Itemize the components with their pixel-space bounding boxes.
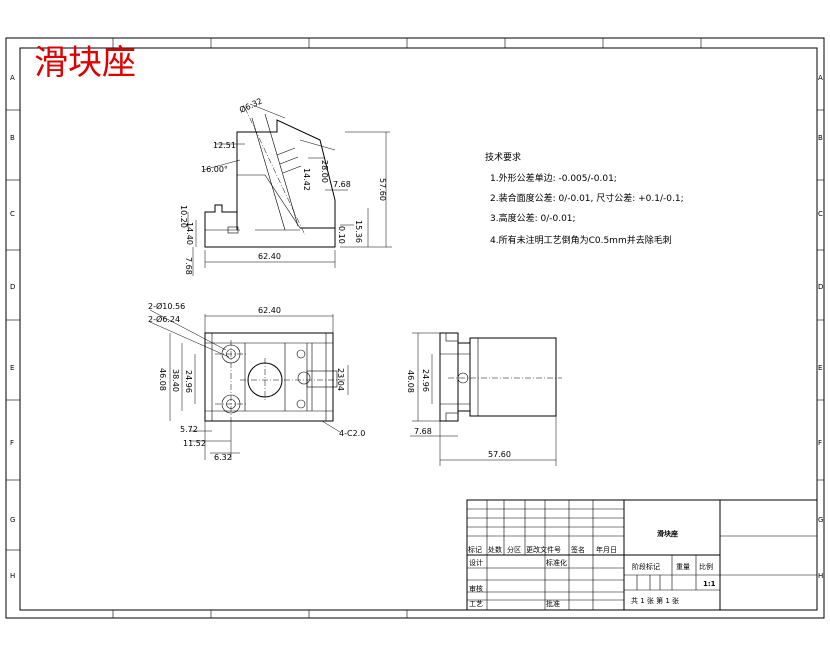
zone-letter: E [818, 364, 822, 372]
tb-header-sign: 签名 [571, 545, 585, 554]
tb-standard: 标准化 [546, 558, 567, 567]
dim-label: 57.60 [378, 178, 387, 201]
requirement-item: 3.高度公差: 0/-0.01; [490, 212, 576, 224]
tb-header-doc: 更改文件号 [526, 545, 561, 554]
tb-stage: 阶段标记 [632, 562, 660, 571]
requirement-item: 2.装合面度公差: 0/-0.01, 尺寸公差: +0.1/-0.1; [490, 192, 684, 204]
requirements-heading: 技术要求 [485, 151, 521, 163]
tb-header-date: 年月日 [596, 545, 617, 554]
zone-letter: A [10, 74, 15, 82]
dim-label: 16.00° [201, 165, 228, 174]
dim-label: 7.68 [333, 180, 351, 189]
zone-letter: C [818, 210, 823, 218]
tb-scale-label: 比例 [699, 562, 713, 571]
dim-label: 38.40 [171, 369, 180, 392]
zone-letter: E [10, 364, 14, 372]
tb-sheets: 共 1 张 第 1 张 [631, 596, 679, 605]
dim-label: 23.04 [336, 368, 345, 391]
dim-label: 2-Ø6.24 [148, 314, 180, 324]
dim-label: 14.42 [302, 168, 311, 191]
zone-letter: F [818, 439, 822, 447]
drawing-title: 滑块座 [34, 43, 136, 83]
dim-label: 24.96 [421, 369, 430, 392]
tb-approve: 批准 [546, 599, 560, 608]
front-view: Ø6.32 12.51 28.00 16.00° 14.42 7.68 57.6… [179, 96, 392, 276]
technical-requirements: 技术要求 1.外形公差单边: -0.005/-0.01; 2.装合面度公差: 0… [485, 151, 684, 246]
dim-label: 46.08 [406, 370, 415, 393]
zone-letter: B [818, 134, 823, 142]
zone-letter: H [10, 572, 15, 580]
dim-label: 57.60 [488, 450, 511, 459]
dim-label: 28.00 [320, 160, 329, 183]
dim-label: 24.96 [184, 370, 193, 393]
zone-ticks [6, 38, 824, 618]
zone-letters-right: A B C D E F G H [818, 74, 823, 580]
dim-label: 46.08 [158, 368, 167, 391]
dim-label: 7.68 [414, 427, 432, 436]
tb-scale: 1:1 [703, 580, 716, 588]
dim-label: 11.52 [183, 439, 206, 448]
tb-design: 设计 [469, 558, 483, 567]
zone-letter: H [818, 572, 823, 580]
dim-label: 7.68 [184, 257, 193, 275]
dim-label: 15.36 [354, 220, 363, 243]
dim-label: 6.32 [214, 453, 232, 462]
part-name: 滑块座 [657, 529, 678, 538]
tb-header-count: 处数 [488, 545, 502, 554]
dim-label: 4-C2.0 [339, 429, 365, 438]
dim-label: 12.51 [213, 141, 236, 150]
dim-label: Ø6.32 [238, 96, 264, 115]
zone-letter: D [818, 283, 823, 291]
dim-label: 62.40 [258, 252, 281, 261]
requirement-item: 4.所有未注明工艺倒角为C0.5mm并去除毛刺 [490, 234, 672, 246]
requirement-item: 1.外形公差单边: -0.005/-0.01; [490, 172, 617, 184]
dim-label: 0.10 [337, 226, 346, 244]
zone-letter: F [10, 439, 14, 447]
top-view: 2-Ø10.56 2-Ø6.24 62.40 46.08 38.40 24.96… [148, 301, 365, 462]
dim-label: 10.20 [179, 205, 188, 228]
tb-process: 工艺 [469, 600, 483, 608]
zone-letters-left: A B C D E F G H [10, 74, 15, 580]
zone-letter: A [818, 74, 823, 82]
tb-weight: 重量 [676, 563, 690, 571]
side-view: 46.08 24.96 7.68 57.60 [406, 332, 562, 466]
tb-header-zone: 分区 [507, 545, 521, 554]
dim-label: 14.40 [185, 222, 194, 245]
dim-label: 2-Ø10.56 [148, 301, 185, 311]
tb-review: 审核 [469, 584, 483, 593]
zone-letter: G [10, 516, 15, 524]
zone-letter: D [10, 283, 15, 291]
inner-frame [19, 47, 818, 611]
dim-label: 62.40 [258, 306, 281, 315]
zone-letter: C [10, 210, 15, 218]
zone-letter: B [10, 134, 15, 142]
zone-letter: G [818, 516, 823, 524]
outer-border [5, 37, 825, 619]
tb-header-mark: 标记 [468, 545, 482, 554]
dim-label: 5.72 [180, 425, 198, 434]
title-block: 滑块座 标记 处数 分区 更改文件号 签名 年月日 设计 标准化 阶段标记 重量… [466, 499, 818, 611]
